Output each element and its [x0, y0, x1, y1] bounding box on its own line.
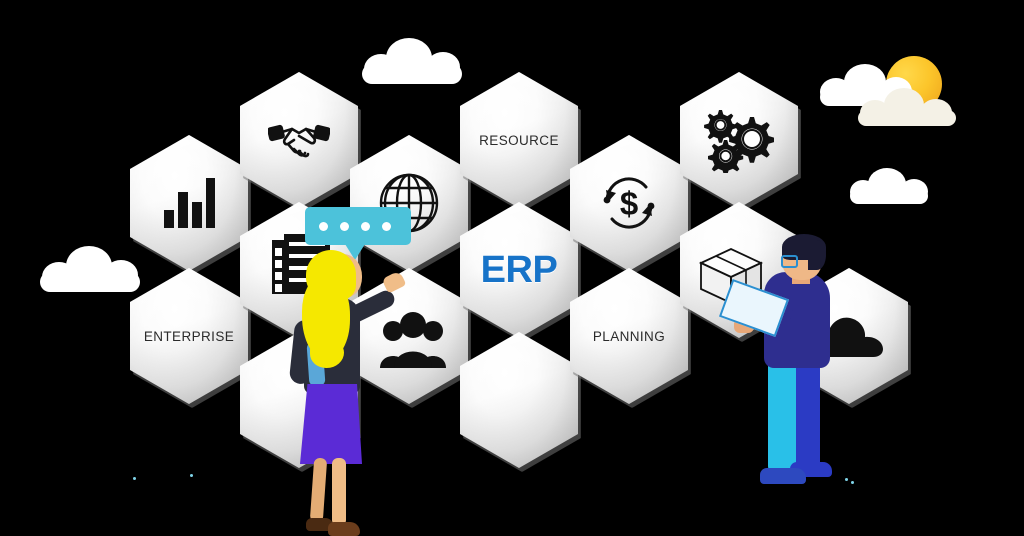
- ambient-dot: [133, 477, 136, 480]
- man-leg-back: [796, 358, 820, 470]
- speech-bubble: [305, 207, 415, 260]
- bubble-dot: [361, 222, 370, 231]
- cloud-icon: [815, 313, 883, 359]
- woman-skirt: [300, 384, 362, 464]
- woman-leg-front: [332, 458, 346, 526]
- man-shoe-front: [760, 468, 806, 484]
- hex-planning[interactable]: PLANNING: [570, 268, 688, 404]
- cloud-top-center: [360, 38, 466, 84]
- man-leg-front: [768, 358, 796, 474]
- bubble-dot: [382, 222, 391, 231]
- hex-label-planning: PLANNING: [592, 328, 666, 344]
- hex-label-resource: RESOURCE: [479, 132, 559, 148]
- dollar-cycle-icon: $: [598, 172, 660, 234]
- gears-icon: [704, 107, 774, 173]
- svg-text:$: $: [620, 185, 638, 222]
- bubble-dot: [319, 222, 328, 231]
- hex-bar-chart[interactable]: [130, 135, 248, 271]
- erp-illustration-canvas: ENTERPRISE: [38, 38, 960, 536]
- bar-chart-icon: [162, 178, 216, 228]
- bubble-dot: [340, 222, 349, 231]
- cloud-sun-front: [856, 88, 960, 126]
- hex-dollar-cycle[interactable]: $: [570, 135, 688, 271]
- glasses-icon: [781, 255, 798, 268]
- people-group-icon: [380, 312, 446, 368]
- hex-label-enterprise: ENTERPRISE: [143, 328, 235, 344]
- hex-gears[interactable]: [680, 72, 798, 208]
- woman-shoe-front: [328, 522, 360, 536]
- cloud-left: [38, 246, 144, 292]
- woman-presenter: [288, 250, 408, 536]
- hex-label-erp: ERP: [480, 248, 558, 291]
- handshake-icon: [268, 118, 330, 162]
- ambient-dot: [851, 481, 854, 484]
- man-with-clipboard: [718, 234, 870, 490]
- ambient-dot: [190, 474, 193, 477]
- cloud-right: [848, 168, 932, 204]
- ambient-dot: [845, 478, 848, 481]
- man-hair-back: [808, 240, 826, 270]
- woman-leg-back: [309, 457, 328, 523]
- woman-hair-tip: [310, 338, 344, 368]
